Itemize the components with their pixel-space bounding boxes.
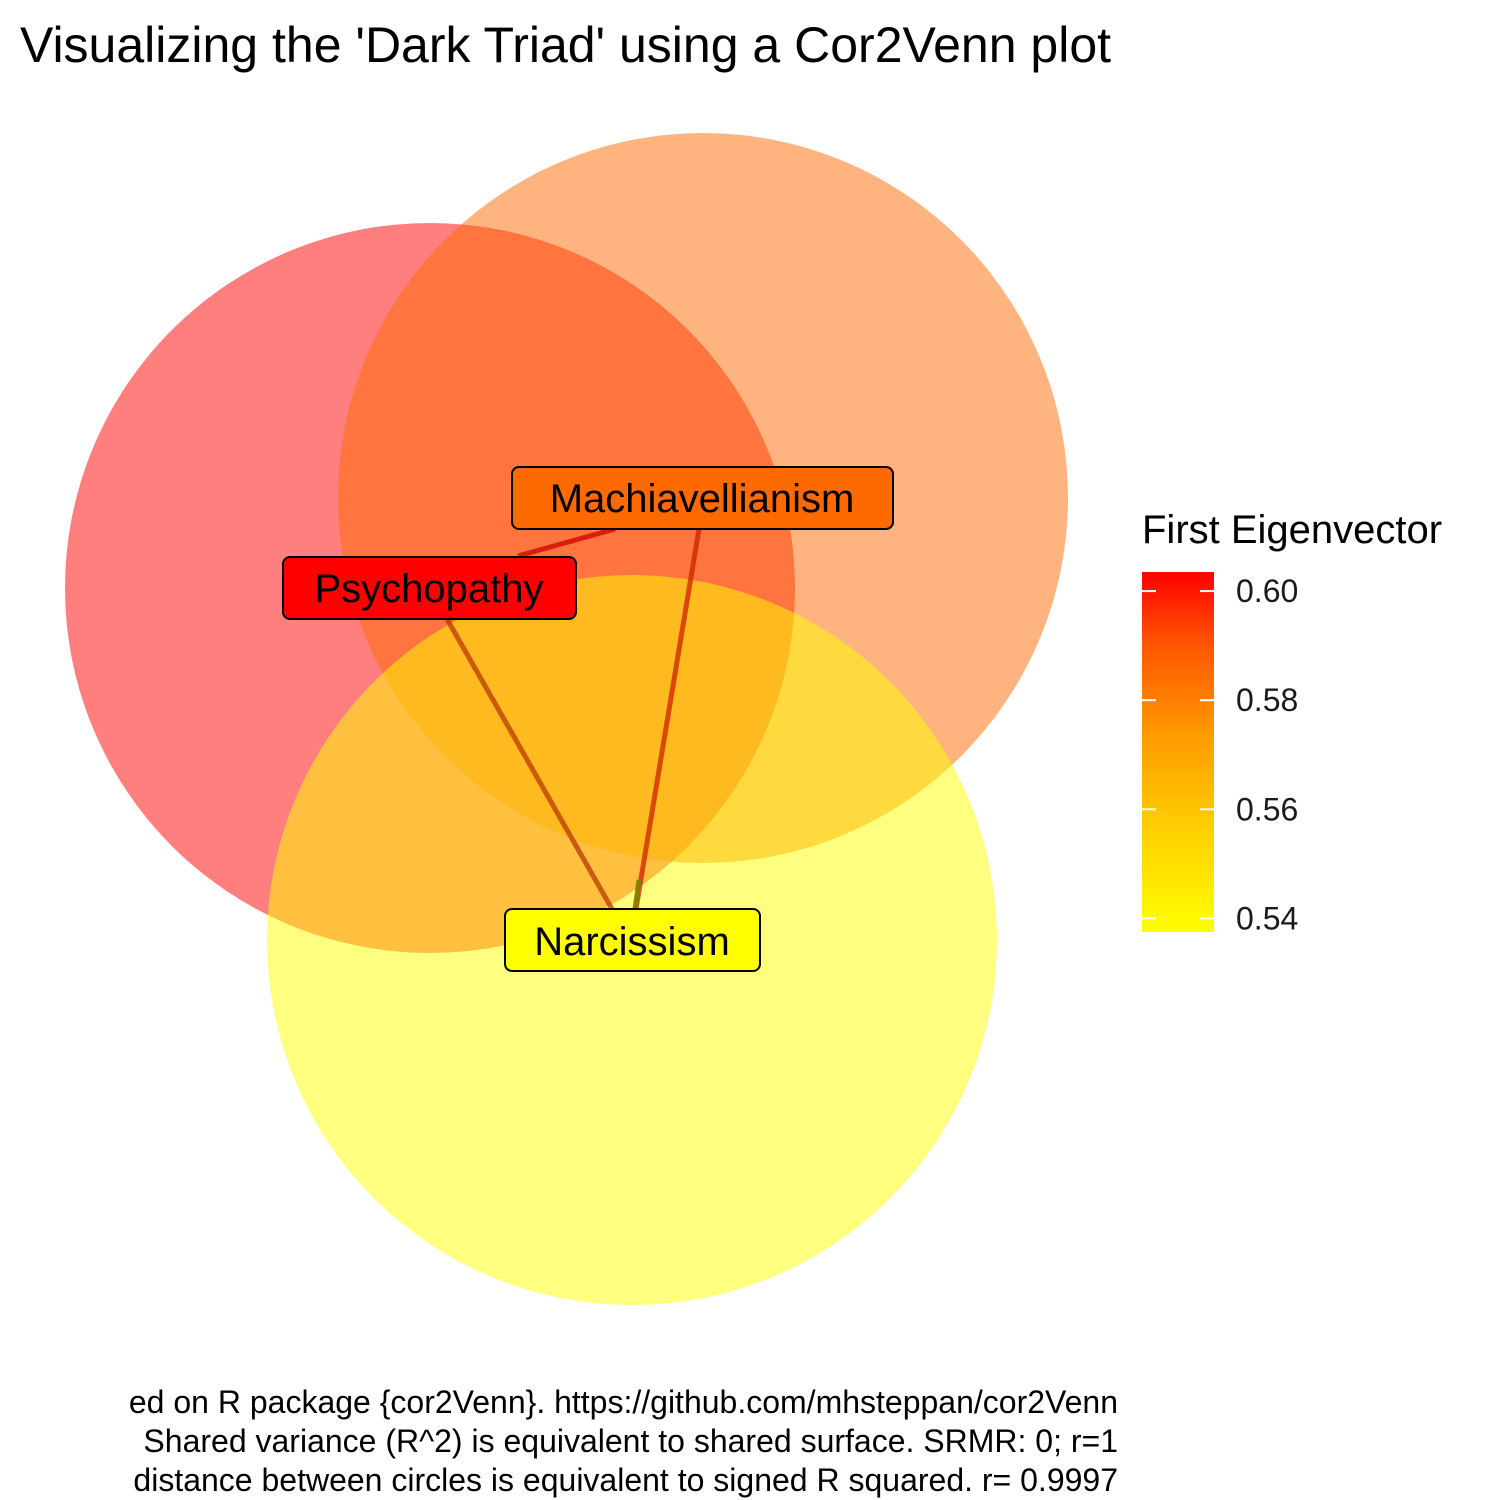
legend-title: First Eigenvector [1142, 508, 1442, 552]
legend-tick-label-2: 0.56 [1236, 791, 1298, 827]
caption-line-3: distance between circles is equivalent t… [133, 1462, 1118, 1498]
correlation-edges [444, 526, 702, 911]
label-machiavellianism: Machiavellianism [511, 466, 894, 530]
legend-ticks: 0.60 0.58 0.56 0.54 [1142, 573, 1298, 936]
label-psychopathy-box [282, 556, 577, 620]
label-machiavellianism-box [511, 466, 894, 530]
edge-narcissism-stub [632, 879, 642, 910]
legend-colorbar [1142, 572, 1214, 932]
label-machiavellianism-text: Machiavellianism [550, 477, 855, 521]
caption-line-2: Shared variance (R^2) is equivalent to s… [143, 1423, 1118, 1459]
edge-psychopathy-narcissism [444, 617, 615, 911]
node-labels: Machiavellianism Psychopathy Narcissism [282, 466, 894, 972]
legend-tick-label-1: 0.58 [1236, 682, 1298, 718]
legend: First Eigenvector 0.60 0.58 0.56 0.54 [1142, 508, 1442, 936]
label-psychopathy: Psychopathy [282, 556, 577, 620]
legend-tick-label-0: 0.60 [1236, 573, 1298, 609]
label-narcissism: Narcissism [504, 908, 761, 972]
label-narcissism-box [504, 908, 761, 972]
edge-psychopathy-machiavellianism [517, 526, 616, 559]
caption: ed on R package {cor2Venn}. https://gith… [129, 1384, 1118, 1498]
caption-line-1: ed on R package {cor2Venn}. https://gith… [129, 1384, 1118, 1420]
legend-tick-label-3: 0.54 [1236, 900, 1298, 936]
label-psychopathy-text: Psychopathy [314, 567, 543, 611]
chart-title: Visualizing the 'Dark Triad' using a Cor… [20, 17, 1111, 73]
label-narcissism-text: Narcissism [534, 920, 730, 964]
venn-circles [65, 133, 1068, 1305]
edge-machiavellianism-narcissism [633, 528, 702, 910]
